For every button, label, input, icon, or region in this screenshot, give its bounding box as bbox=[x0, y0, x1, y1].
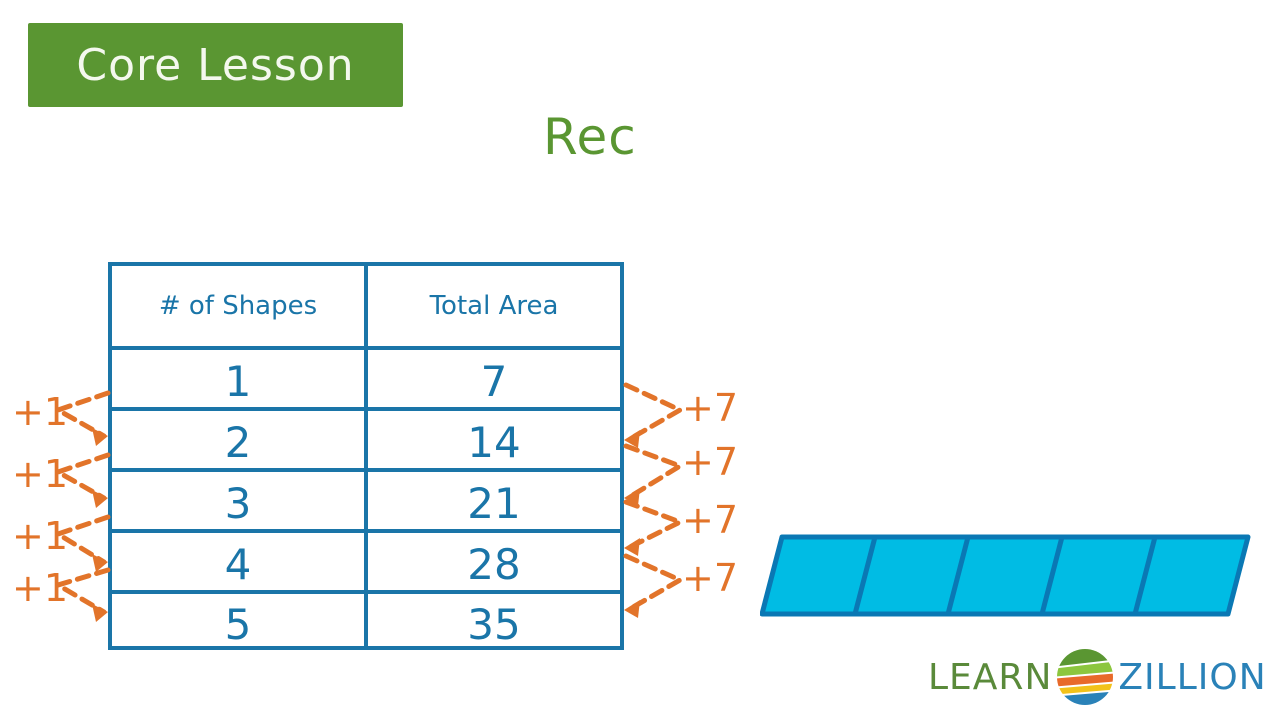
learnzillion-logo: LEARN ZILLION bbox=[928, 647, 1267, 707]
globe-icon bbox=[1057, 649, 1114, 705]
cell-area: 14 bbox=[467, 418, 521, 467]
table-row: 1 7 bbox=[112, 350, 620, 411]
header-num-shapes: # of Shapes bbox=[112, 266, 368, 346]
cell-area: 7 bbox=[480, 357, 508, 406]
cell-area: 28 bbox=[467, 540, 521, 589]
cell-shapes: 1 bbox=[112, 350, 368, 407]
increment-left-1: +1 bbox=[12, 390, 69, 434]
logo-text-zillion: ZILLION bbox=[1118, 656, 1267, 698]
increment-right-4: +7 bbox=[682, 556, 739, 600]
cell-shapes: 2 bbox=[112, 411, 368, 468]
core-lesson-badge: Core Lesson bbox=[28, 23, 403, 107]
cell-area: 21 bbox=[467, 479, 521, 528]
table-row: 3 21 bbox=[112, 472, 620, 533]
cell-shapes: 4 bbox=[112, 533, 368, 590]
increment-left-4: +1 bbox=[12, 566, 69, 610]
cell-shapes: 3 bbox=[112, 472, 368, 529]
table-header-row: # of Shapes Total Area bbox=[112, 266, 620, 350]
table-row: 5 35 bbox=[112, 594, 620, 649]
increment-left-2: +1 bbox=[12, 452, 69, 496]
cell-area: 35 bbox=[467, 599, 521, 649]
increment-right-3: +7 bbox=[682, 498, 739, 542]
logo-text-learn: LEARN bbox=[928, 656, 1053, 698]
table-row: 4 28 bbox=[112, 533, 620, 594]
increment-right-2: +7 bbox=[682, 440, 739, 484]
badge-label: Core Lesson bbox=[76, 39, 355, 91]
slide-heading: Rec bbox=[543, 108, 637, 166]
cell-shapes: 5 bbox=[112, 594, 368, 649]
increment-left-3: +1 bbox=[12, 514, 69, 558]
table-row: 2 14 bbox=[112, 411, 620, 472]
header-total-area: Total Area bbox=[429, 291, 559, 321]
increment-right-1: +7 bbox=[682, 386, 739, 430]
parallelogram-strip bbox=[760, 534, 1251, 617]
